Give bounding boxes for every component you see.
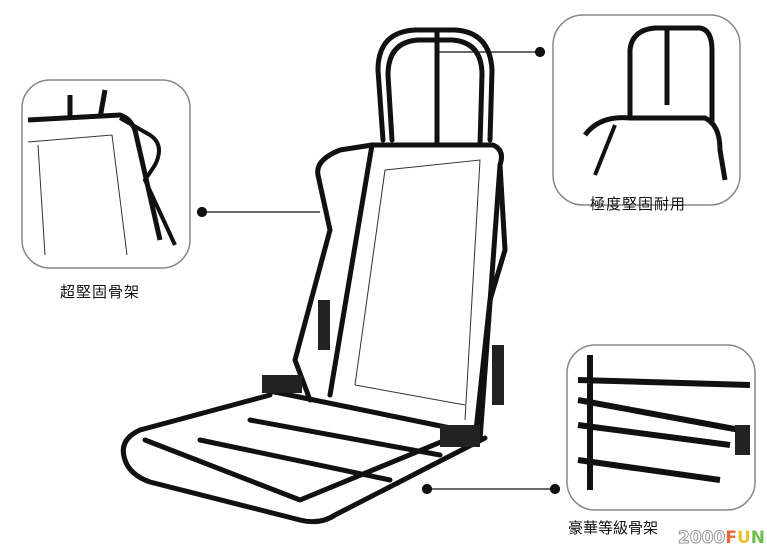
callout-label-top-right: 極度堅固耐用	[590, 195, 687, 213]
bracket	[492, 345, 504, 405]
callout-label-left: 超堅固骨架	[60, 283, 141, 301]
bracket	[440, 425, 480, 447]
callout-label-bottom-right: 豪華等級骨架	[568, 519, 659, 537]
callout-box-top-right	[552, 14, 741, 206]
bracket	[318, 300, 330, 350]
brand-logo: 2000FUN	[677, 528, 765, 549]
leader-lines	[196, 46, 561, 495]
seat-frame-thin	[354, 159, 481, 421]
bracket	[262, 375, 302, 393]
seat-frame	[120, 27, 508, 525]
callout-box-left	[21, 79, 191, 269]
logo-letter-n: N	[750, 528, 765, 548]
logo-number: 2000	[677, 528, 726, 549]
logo-letter-u: U	[736, 528, 751, 548]
callout-box-bottom-right	[566, 344, 756, 511]
logo-letter-f: F	[725, 528, 737, 548]
